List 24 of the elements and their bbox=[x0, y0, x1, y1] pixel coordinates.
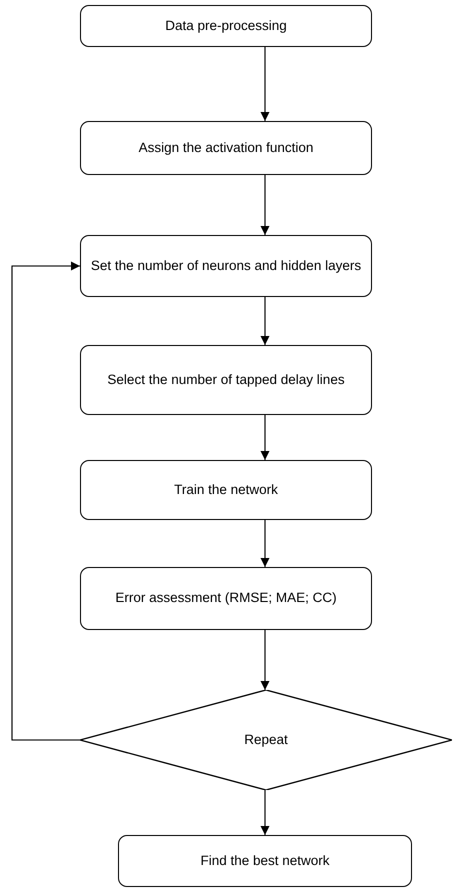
step-label: Data pre-processing bbox=[164, 16, 288, 35]
arrow bbox=[260, 297, 270, 345]
process-box bbox=[80, 567, 372, 630]
arrow bbox=[260, 630, 270, 690]
arrow bbox=[260, 790, 270, 835]
process-box bbox=[80, 345, 372, 415]
step-label: Find the best network bbox=[199, 852, 331, 870]
arrow bbox=[260, 520, 270, 567]
arrow bbox=[260, 415, 270, 460]
arrow bbox=[11, 262, 80, 741]
step-label: Train the network bbox=[173, 480, 279, 499]
process-box bbox=[80, 460, 372, 520]
process-box bbox=[80, 5, 372, 47]
step-label: Select the number of tapped delay lines bbox=[106, 370, 346, 389]
step-label: Error assessment (RMSE; MAE; CC) bbox=[114, 589, 338, 608]
decision-diamond bbox=[80, 690, 452, 790]
arrow bbox=[260, 175, 270, 235]
process-box bbox=[80, 121, 372, 175]
step-label: Repeat bbox=[243, 730, 289, 749]
process-box bbox=[80, 235, 372, 297]
step-label: Assign the activation function bbox=[138, 138, 314, 157]
arrow bbox=[260, 47, 270, 121]
step-label: Set the number of neurons and hidden layers bbox=[90, 256, 362, 275]
process-box bbox=[118, 835, 412, 887]
